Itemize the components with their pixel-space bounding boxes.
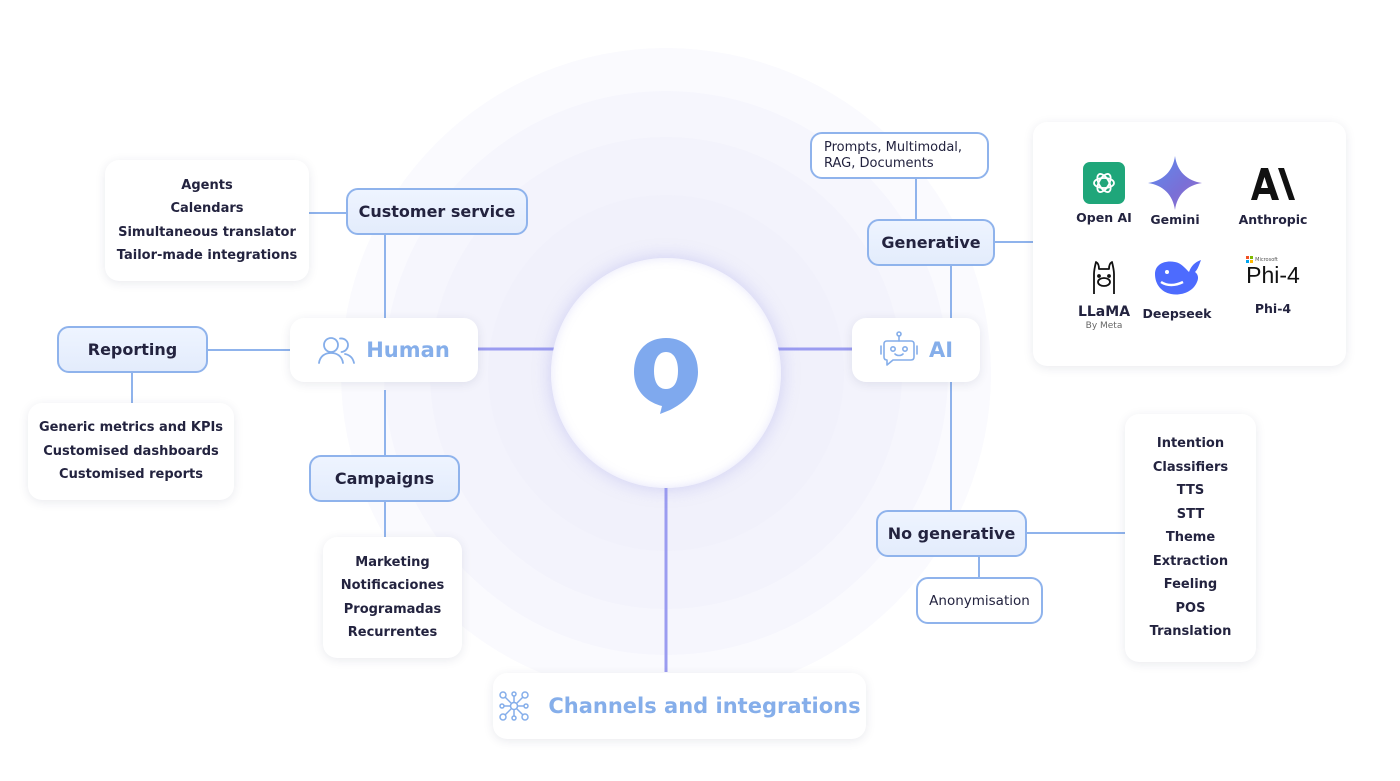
provider-label: Open AI [1076,210,1132,225]
no-generative-node[interactable]: No generative [876,510,1027,557]
customer-service-label: Customer service [358,202,516,221]
campaigns-node[interactable]: Campaigns [309,455,460,502]
list-item: Agents [181,177,233,193]
anonymisation-label: Anonymisation [929,592,1030,609]
campaigns-list: Marketing Notificaciones Programadas Rec… [323,537,462,658]
deepseek-icon [1155,260,1201,295]
list-item: Translation [1149,624,1232,640]
provider-label: Deepseek [1142,306,1212,321]
users-icon [318,337,356,364]
provider-label: Anthropic [1238,212,1308,227]
robot-icon [880,331,918,366]
generative-node[interactable]: Generative [867,219,995,266]
gemini-icon [1148,156,1202,210]
ai-label: AI [928,338,954,362]
list-item: Simultaneous translator [118,224,296,240]
list-item: Extraction [1152,553,1229,569]
human-label: Human [366,338,450,362]
microsoft-icon [1246,256,1254,263]
openai-icon [1083,162,1125,204]
customer-service-list: Agents Calendars Simultaneous translator… [105,160,309,281]
list-item: Customised reports [59,467,203,483]
list-item: Feeling [1163,577,1218,593]
llama-icon [1093,261,1115,294]
list-item: Marketing [355,554,430,570]
note-line: RAG, Documents [824,156,934,171]
list-item: Programadas [343,601,442,617]
channels-label: Channels and integrations [548,694,861,718]
phi4-logo-sub: Microsoft [1255,256,1278,263]
list-item: Intention [1156,436,1225,452]
list-item: Tailor-made integrations [116,248,298,263]
list-item: STT [1176,506,1205,522]
phi4-icon: Microsoft Phi-4 [1246,256,1300,287]
reporting-list: Generic metrics and KPIs Customised dash… [28,403,234,500]
provider-label: Phi-4 [1254,301,1292,316]
list-item: Customised dashboards [43,443,219,459]
provider-anthropic[interactable]: Anthropic [1223,168,1323,227]
no-generative-label: No generative [887,524,1016,543]
list-item: Classifiers [1152,459,1229,475]
speech-bubble-logo-icon [634,338,698,414]
channels-node[interactable]: Channels and integrations [493,673,866,739]
list-item: Notificaciones [340,578,445,593]
list-item: Calendars [170,201,244,216]
reporting-node[interactable]: Reporting [57,326,208,373]
provider-openai[interactable]: Open AI [1054,162,1154,225]
list-item: TTS [1176,483,1205,499]
note-line: Prompts, Multimodal, [824,140,963,155]
campaigns-label: Campaigns [334,469,435,488]
customer-service-node[interactable]: Customer service [346,188,528,235]
provider-label: LLaMA [1077,304,1131,320]
generative-label: Generative [881,233,981,252]
provider-sublabel: By Meta [1085,321,1123,331]
anonymisation-note: Anonymisation [916,577,1043,624]
no-generative-list: Intention Classifiers TTS STT Theme Extr… [1125,414,1256,662]
list-item: Theme [1165,530,1216,546]
provider-gemini[interactable]: Gemini [1125,156,1225,227]
generative-note: Prompts, Multimodal, RAG, Documents [810,132,989,179]
reporting-label: Reporting [87,340,178,359]
provider-phi4[interactable]: Microsoft Phi-4 Phi-4 [1223,256,1323,316]
list-item: Recurrentes [347,625,438,640]
ai-node[interactable]: AI [852,318,980,382]
network-icon [499,691,530,721]
center-hub [551,258,781,488]
provider-llama[interactable]: LLaMA By Meta [1054,260,1154,331]
anthropic-icon [1251,168,1295,200]
list-item: Generic metrics and KPIs [38,420,224,436]
list-item: POS [1175,600,1206,616]
human-node[interactable]: Human [290,318,478,382]
provider-deepseek[interactable]: Deepseek [1127,256,1227,321]
providers-card: Open AI Gemini Anthropic L [1033,122,1346,366]
phi4-logo-text: Phi-4 [1246,262,1300,288]
provider-label: Gemini [1150,212,1200,227]
